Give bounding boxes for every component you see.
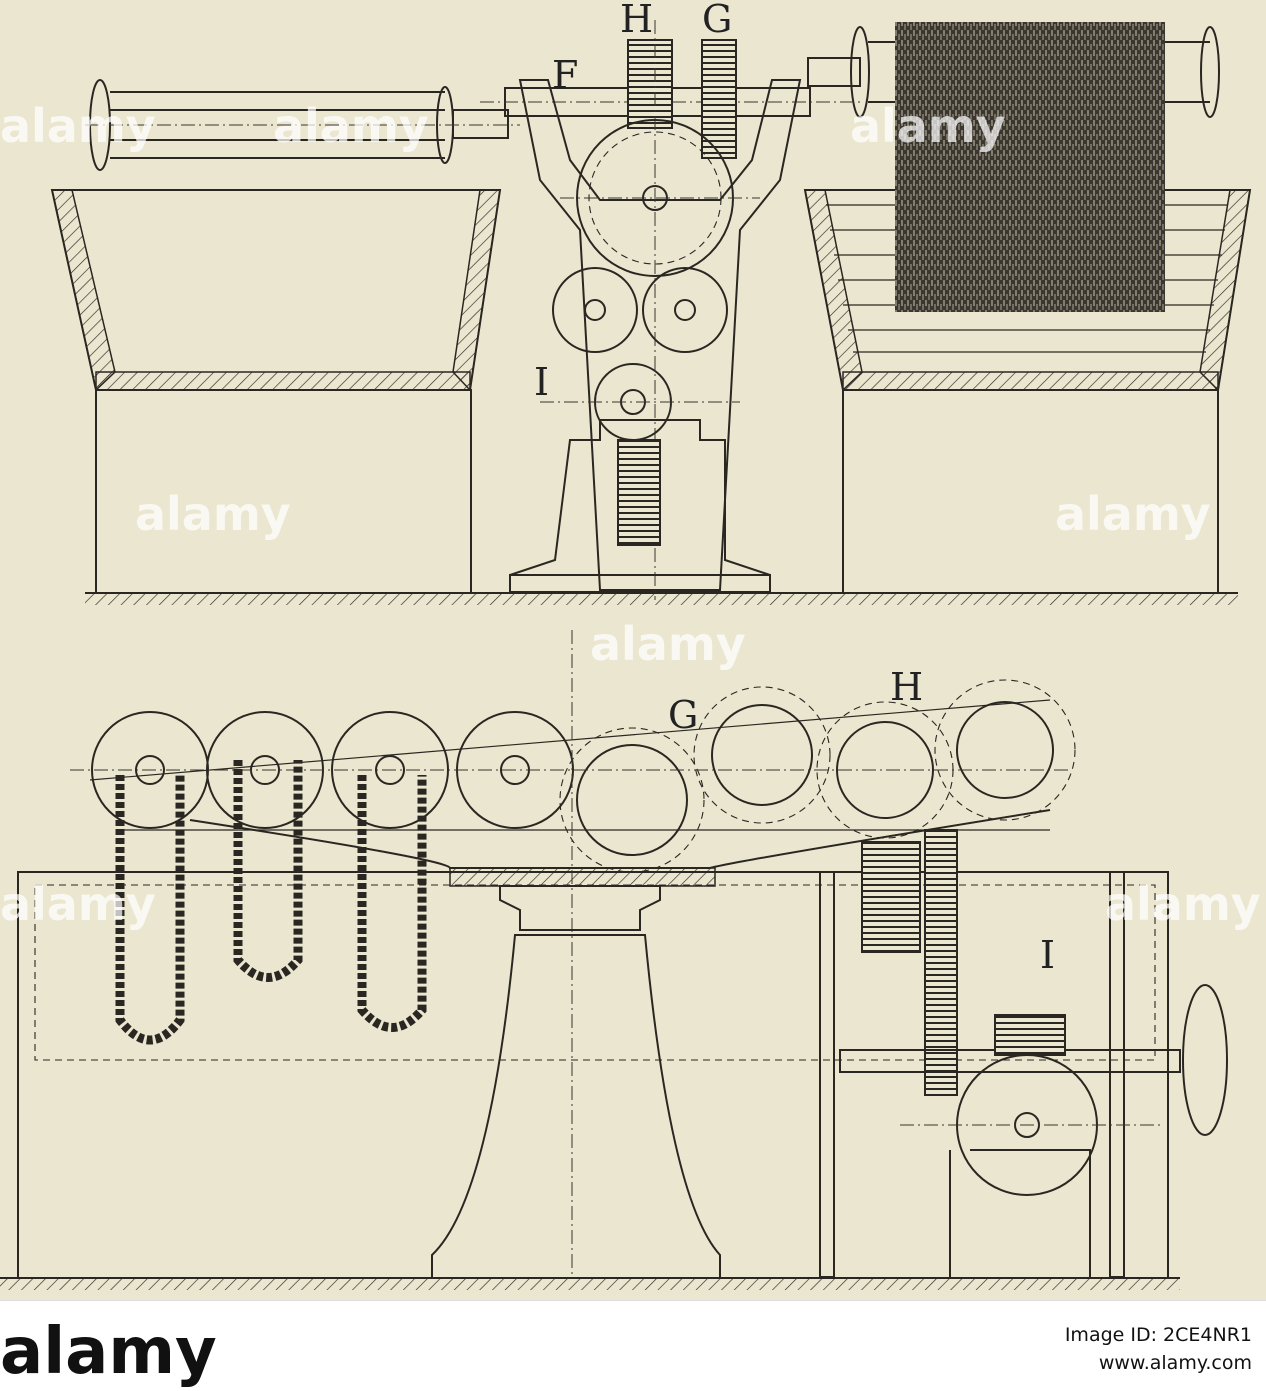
wool-fleece (895, 22, 1165, 312)
fabric-loops (115, 760, 427, 1045)
watermark: alamy (135, 487, 291, 541)
label-h-bottom: H (890, 665, 923, 709)
base-plate-top (509, 574, 771, 593)
watermark: alamy (590, 617, 746, 671)
roller-7 (836, 721, 934, 819)
label-i-bottom: I (1040, 933, 1055, 977)
right-tank-bottom (842, 371, 1219, 391)
engraving-plate: H G F I (0, 0, 1261, 1290)
ground-hatch-bottom (0, 1278, 1180, 1290)
small-gear-right (642, 267, 728, 353)
right-tank-wall-l (804, 189, 863, 392)
left-reel (85, 79, 520, 171)
right-reel (807, 22, 1220, 312)
ground-hatch-top (85, 593, 1238, 605)
wash-trough (17, 871, 1169, 1279)
roller-5 (576, 744, 688, 856)
left-tank-bottom (95, 371, 471, 391)
small-gear-left (552, 267, 638, 353)
worm-screw (994, 1014, 1066, 1056)
watermark: alamy (1105, 877, 1261, 931)
trough-liquid-outline (34, 884, 1156, 1061)
drive-assembly-i: I (819, 829, 1228, 1278)
roller-8 (956, 701, 1054, 799)
label-g-bottom: G (668, 693, 698, 737)
gear-train (924, 829, 958, 1096)
right-tank-wall-r (1199, 189, 1251, 392)
watermark: alamy (273, 99, 429, 153)
left-tank-wall-r (452, 189, 501, 392)
roller-6 (711, 704, 813, 806)
handwheel (1182, 984, 1228, 1136)
central-frame-top (509, 20, 802, 600)
watermark: alamy (1055, 487, 1211, 541)
label-g-top: G (702, 0, 732, 41)
site-url: www.alamy.com (1098, 1352, 1252, 1374)
footer-bar: alamy Image ID: 2CE4NR1 www.alamy.com (0, 1300, 1266, 1391)
central-column (189, 809, 1051, 1279)
gear-h-top (627, 39, 673, 129)
label-f-top: F (552, 53, 578, 97)
label-i-top: I (534, 360, 549, 404)
stepped-pulley (861, 841, 921, 953)
watermark: alamy (0, 877, 156, 931)
label-h-top: H (620, 0, 653, 41)
watermarks: alamy alamy alamy alamy alamy alamy alam… (0, 99, 1261, 931)
watermark: alamy (850, 99, 1006, 153)
bottom-elevation: I G H (0, 630, 1228, 1290)
left-tank-wall-l (51, 189, 116, 392)
alamy-logo: alamy (0, 1315, 217, 1389)
top-elevation: H G F I (50, 0, 1252, 605)
image-id: Image ID: 2CE4NR1 (1064, 1324, 1252, 1346)
left-tank (50, 189, 502, 594)
footer-meta: Image ID: 2CE4NR1 www.alamy.com (1065, 1321, 1252, 1377)
pulley-top (617, 439, 661, 546)
gear-g-top (701, 39, 737, 159)
watermark: alamy (0, 99, 156, 153)
left-tank-vat (50, 189, 502, 391)
